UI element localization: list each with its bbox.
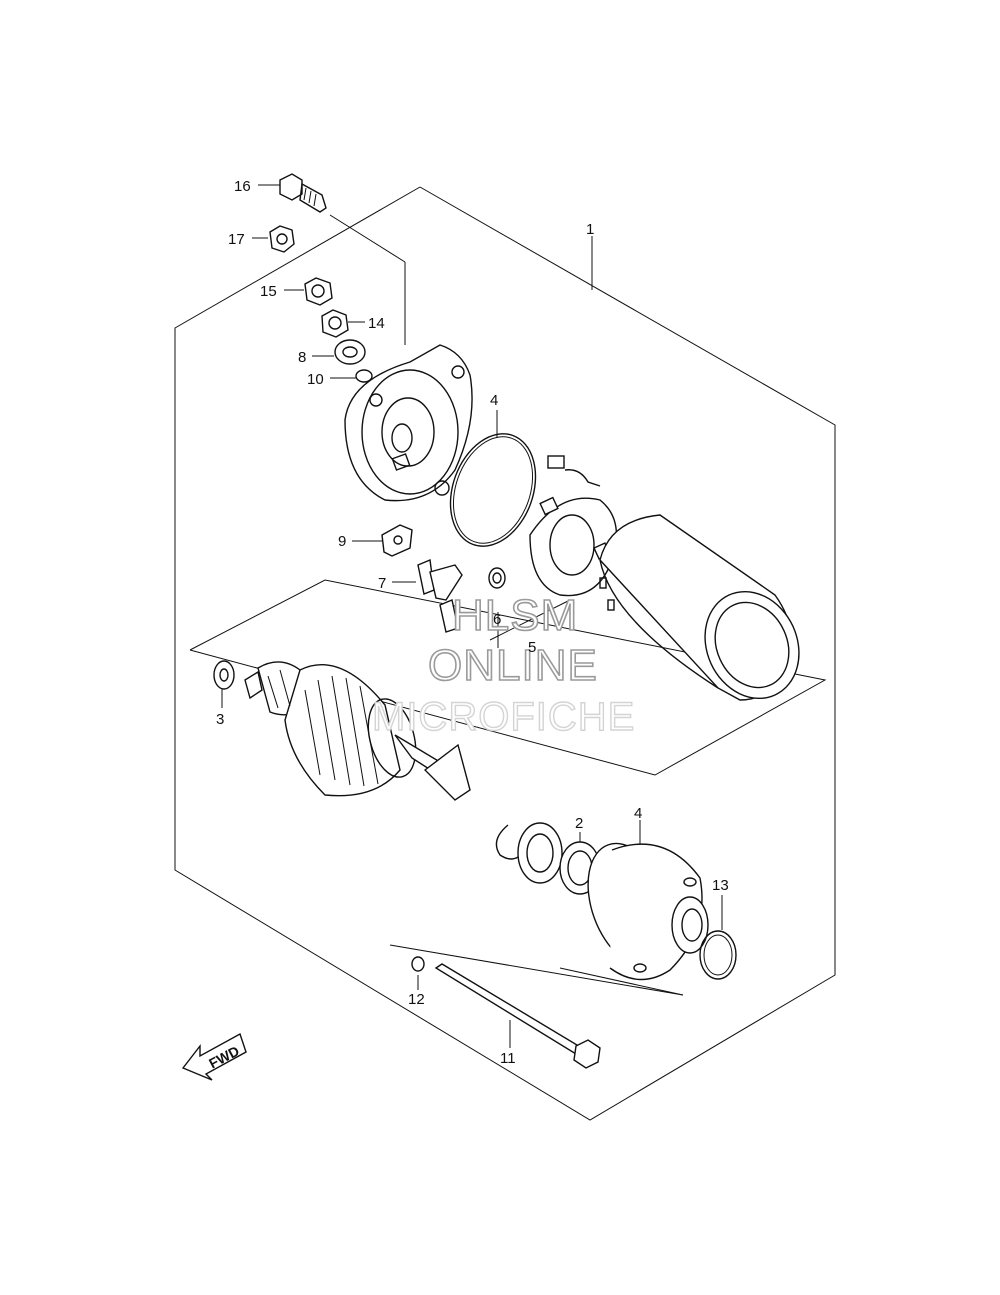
callout-14: 14 xyxy=(368,315,385,332)
callout-5: 5 xyxy=(528,639,536,656)
watermark-line2: ONLINE xyxy=(428,641,598,690)
terminal-plate-9 xyxy=(381,524,413,557)
o-ring-4-upper xyxy=(449,433,537,547)
bearing-front xyxy=(517,822,563,884)
brush-terminal-7 xyxy=(417,559,463,633)
front-housing-4 xyxy=(587,842,709,981)
watermark: HLSM ONLINE MICROFICHE xyxy=(371,590,635,740)
armature xyxy=(244,661,471,801)
brush-holder-plate xyxy=(529,455,618,597)
nut-15 xyxy=(304,277,333,306)
yoke-housing xyxy=(599,514,800,701)
bearing-6 xyxy=(488,567,506,589)
callout-2: 2 xyxy=(575,815,583,832)
callout-16: 16 xyxy=(234,178,251,195)
watermark-line3: MICROFICHE xyxy=(372,695,635,739)
through-bolt-11 xyxy=(434,963,601,1069)
callout-15: 15 xyxy=(260,283,277,300)
callout-8: 8 xyxy=(298,349,306,366)
callout-13: 13 xyxy=(712,877,729,894)
watermark-line1: HLSM xyxy=(452,591,578,640)
nut-17 xyxy=(269,225,295,253)
end-cover xyxy=(344,344,473,502)
nut-14 xyxy=(321,309,349,338)
assembly-boundary xyxy=(174,186,836,1121)
washer-3 xyxy=(213,660,235,690)
callout-7: 7 xyxy=(378,575,386,592)
callout-17: 17 xyxy=(228,231,245,248)
callout-12: 12 xyxy=(408,991,425,1008)
callout-9: 9 xyxy=(338,533,346,550)
callout-1: 1 xyxy=(586,221,594,238)
callout-6: 6 xyxy=(493,611,501,628)
callout-10: 10 xyxy=(307,371,324,388)
washer-12 xyxy=(411,956,425,972)
fwd-arrow-icon: FWD xyxy=(181,1032,247,1081)
o-ring-13 xyxy=(699,930,737,980)
callout-11: 11 xyxy=(500,1050,516,1067)
bolt-16 xyxy=(279,173,327,213)
callout-3: 3 xyxy=(216,711,224,728)
o-ring-10 xyxy=(355,369,373,383)
yoke-subassembly-boundary xyxy=(189,579,827,776)
callout-4-lower: 4 xyxy=(634,805,642,822)
callouts: 1 2 3 4 4 5 6 7 8 9 10 11 12 13 14 15 16… xyxy=(216,178,729,1067)
callout-4-upper: 4 xyxy=(490,392,498,409)
washer-8 xyxy=(334,339,366,365)
